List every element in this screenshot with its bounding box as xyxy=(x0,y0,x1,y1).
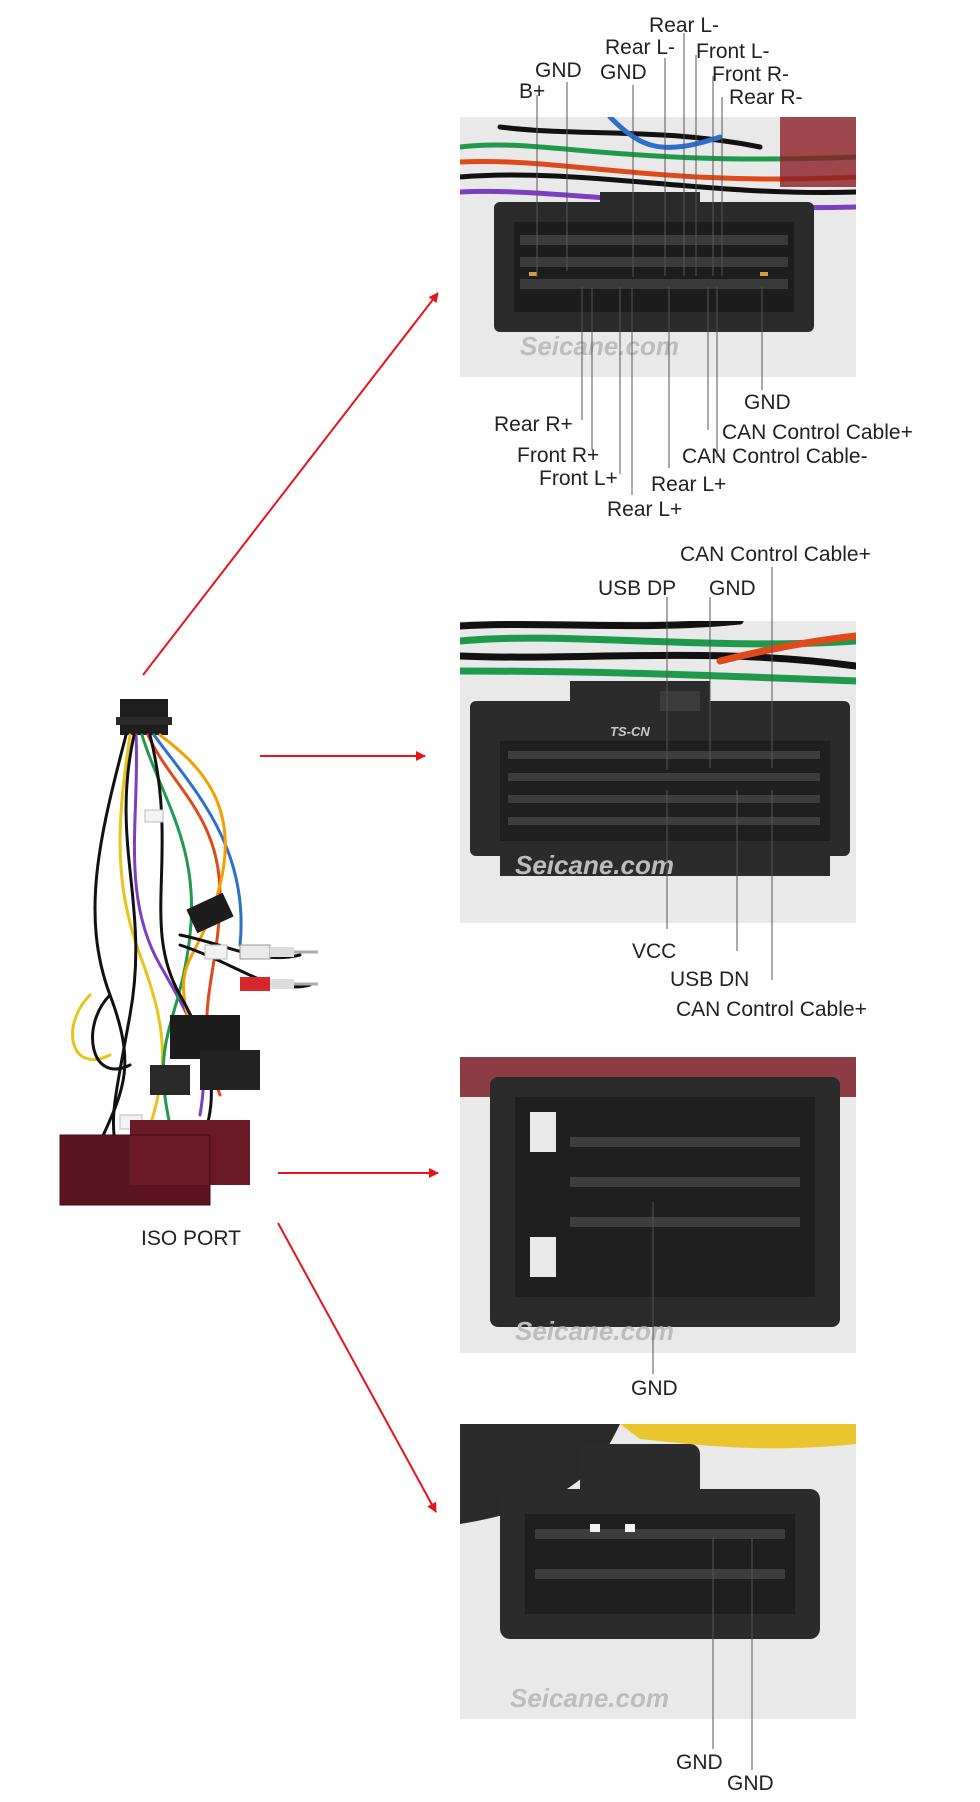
arrow-to-panel-4 xyxy=(277,1222,437,1513)
panel-1-connector-photo: Seicane.com xyxy=(460,117,856,377)
panel-1-label-front-l-plus: Front L+ xyxy=(539,467,618,490)
panel-3-connector-photo: Seicane.com xyxy=(460,1057,856,1353)
panel-2-connector-photo: TS-CN Seicane.com xyxy=(460,621,856,923)
panel-4-label-gnd-right: GND xyxy=(727,1772,774,1795)
arrow-to-panel-1 xyxy=(142,292,439,676)
panel-2-watermark: Seicane.com xyxy=(515,850,674,880)
panel-2-label-vcc: VCC xyxy=(632,940,677,963)
panel-1-label-rear-l-plus: Rear L+ xyxy=(651,473,727,496)
panel-1-label-rear-r-minus: Rear R- xyxy=(729,86,803,109)
panel-1-watermark: Seicane.com xyxy=(520,331,679,361)
rca-plugs xyxy=(239,944,318,991)
panel-1-label-gnd-left: GND xyxy=(535,59,582,82)
panel-1-label-front-l-minus: Front L- xyxy=(696,40,770,63)
panel-1-label-can-plus: CAN Control Cable+ xyxy=(722,421,913,444)
panel-1-label-b-plus: B+ xyxy=(519,80,546,103)
panel-2-leaders xyxy=(666,567,773,980)
panel-3-label-gnd: GND xyxy=(631,1377,678,1400)
panel-1-label-rear-l-minus-top: Rear L- xyxy=(649,14,720,37)
iso-harness-image xyxy=(59,699,318,1206)
panel-1-label-rear-r-plus: Rear R+ xyxy=(494,413,573,436)
iso-port-label: ISO PORT xyxy=(141,1227,241,1250)
panel-2-label-gnd: GND xyxy=(709,577,756,600)
panel-1-label-rear-l-plus-low: Rear L+ xyxy=(607,498,683,521)
can-box-2 xyxy=(130,1120,250,1185)
panel-3-watermark: Seicane.com xyxy=(515,1316,674,1346)
panel-2-label-can-plus-top: CAN Control Cable+ xyxy=(680,543,871,566)
panel-4-label-gnd-left: GND xyxy=(676,1751,723,1774)
panel-2-marking: TS-CN xyxy=(610,724,650,739)
panel-1-label-rear-l-minus: Rear L- xyxy=(605,36,676,59)
panel-4-watermark: Seicane.com xyxy=(510,1683,669,1713)
panel-1-label-gnd-right: GND xyxy=(744,391,791,414)
panel-1-label-gnd-mid: GND xyxy=(600,61,647,84)
panel-1-label-can-minus: CAN Control Cable- xyxy=(682,445,868,468)
panel-1-label-front-r-minus: Front R- xyxy=(712,63,790,86)
panel-1-label-front-r-plus: Front R+ xyxy=(517,444,600,467)
panel-1-leaders xyxy=(536,33,763,495)
panel-4-leaders xyxy=(712,1538,753,1770)
panel-4-connector-photo: Seicane.com xyxy=(460,1424,856,1719)
panel-2-label-usb-dp: USB DP xyxy=(598,577,677,600)
panel-2-label-can-plus-bottom: CAN Control Cable+ xyxy=(676,998,867,1021)
panel-3-leaders xyxy=(652,1202,654,1374)
panel-2-label-usb-dn: USB DN xyxy=(670,968,750,991)
